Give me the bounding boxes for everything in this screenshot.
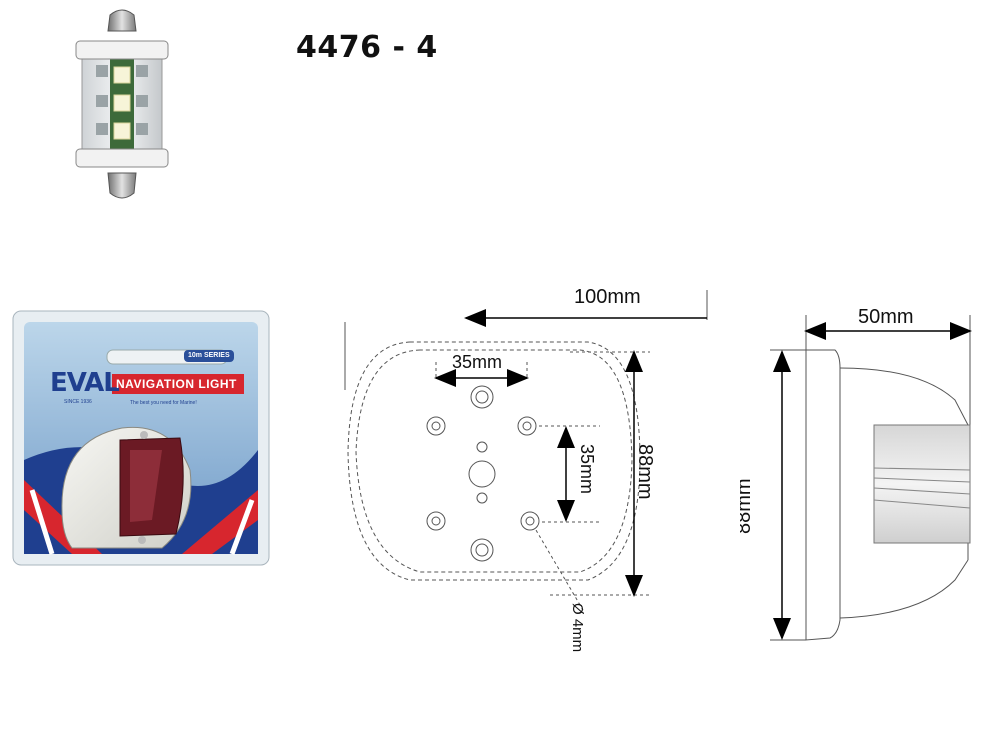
package-slogan: The best you need for Marine! — [130, 400, 197, 406]
side-view-drawing: 50mm 88mm — [740, 306, 972, 641]
front-view-drawing: 100mm 35mm 35mm 88mm Ø 4mm — [344, 286, 708, 652]
brand-logo: EVAL — [50, 368, 120, 398]
navigation-light-package: EVAL SINCE 1936 NAVIGATION LIGHT 10m SER… — [12, 310, 270, 566]
dim-hole-diameter-label: Ø 4mm — [569, 603, 586, 652]
brand-tagline: SINCE 1936 — [64, 399, 92, 405]
dim-hole-spacing-v-label: 35mm — [577, 444, 597, 494]
series-badge: 10m SERIES — [188, 352, 230, 359]
dim-depth-label: 50mm — [858, 306, 914, 328]
dim-side-height-label: 88mm — [740, 478, 755, 534]
dim-hole-spacing-h-label: 35mm — [452, 352, 502, 372]
package-label: NAVIGATION LIGHT — [116, 377, 237, 391]
led-bulb-image — [75, 9, 169, 199]
dim-height-label: 88mm — [634, 444, 656, 500]
dim-width-label: 100mm — [574, 286, 641, 308]
product-code: 4476 - 4 — [296, 30, 438, 65]
